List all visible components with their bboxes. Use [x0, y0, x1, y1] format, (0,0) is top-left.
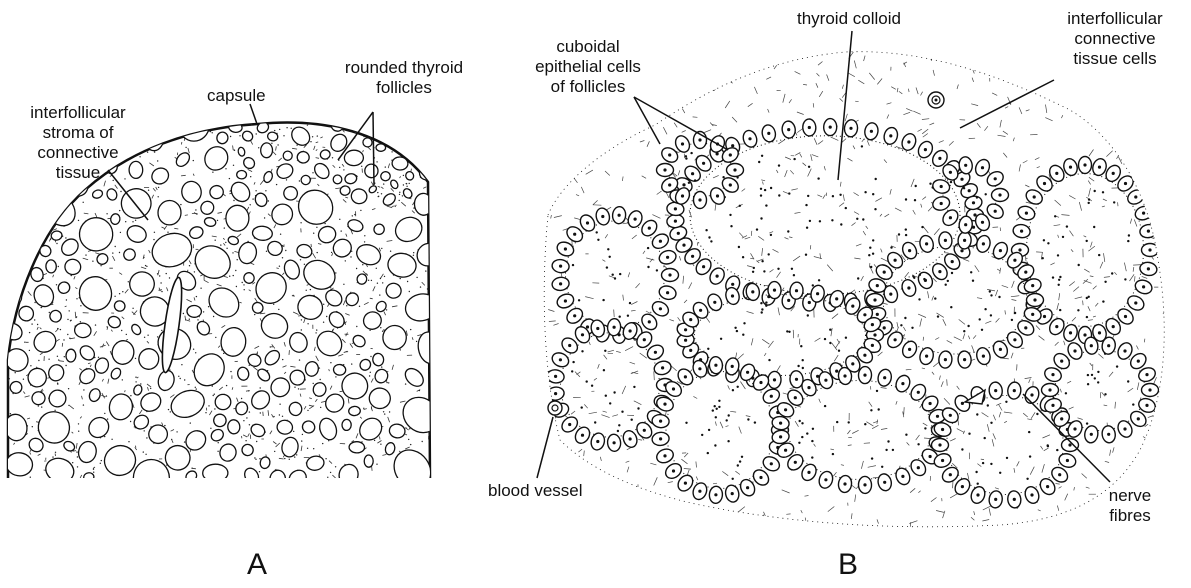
panel-b-stroma-texture	[541, 49, 1174, 536]
leader-connective	[960, 80, 1054, 128]
panel-b-capillary	[928, 92, 944, 108]
panel-letter-a: A	[247, 548, 267, 582]
panel-a-vessel	[158, 276, 185, 373]
label-rounded-thyroid-follicles: rounded thyroid follicles	[324, 58, 484, 98]
panel-b-drawing	[541, 49, 1174, 536]
label-blood-vessel: blood vessel	[488, 481, 583, 501]
leader-follicles-2	[373, 112, 374, 185]
label-interfollicular-connective-tissue-cells: interfollicular connective tissue cells	[1040, 9, 1190, 69]
label-cuboidal-epithelial-cells: cuboidal epithelial cells of follicles	[518, 37, 658, 97]
panel-b-follicles	[546, 118, 1158, 508]
label-capsule: capsule	[207, 86, 266, 106]
panel-b-blood-vessel	[548, 401, 562, 415]
leader-vessel	[537, 417, 553, 478]
panel-letter-b: B	[838, 548, 858, 582]
leader-capsule	[250, 104, 257, 124]
label-nerve-fibres: nerve fibres	[1095, 486, 1165, 526]
label-thyroid-colloid: thyroid colloid	[797, 9, 901, 29]
label-interfollicular-stroma: interfollicular stroma of connective tis…	[8, 103, 148, 183]
leader-colloid	[838, 31, 852, 180]
